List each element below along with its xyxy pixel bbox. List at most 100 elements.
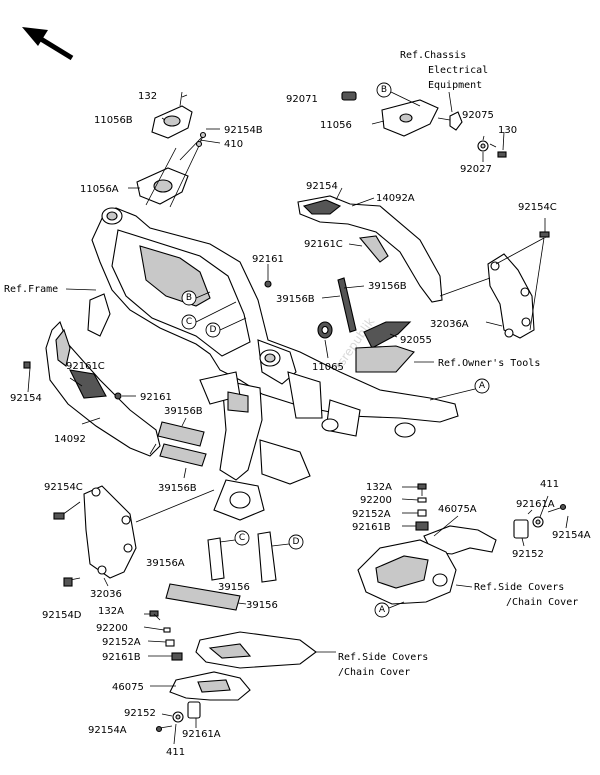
- part-130: [482, 131, 507, 162]
- label-11065: 11065: [312, 362, 344, 373]
- part-92161c-top-pad: [348, 235, 389, 263]
- part-39156b-strips: [321, 277, 365, 333]
- label-130: 130: [498, 125, 517, 136]
- label-92154b: 92154B: [224, 125, 263, 136]
- callout-c-frame: C: [181, 301, 237, 330]
- part-92161-mid: [114, 392, 136, 400]
- label-39156b-left: 39156B: [276, 294, 315, 305]
- part-39156b-mid-strip: [157, 417, 207, 479]
- label-92152a-right: 92152A: [352, 509, 391, 520]
- label-92152-left: 92152: [124, 708, 156, 719]
- label-ref-chain-cover-left: /Chain Cover: [338, 667, 410, 678]
- svg-text:A: A: [479, 381, 486, 391]
- label-410: 410: [224, 139, 243, 150]
- label-92154a-right: 92154A: [552, 530, 591, 541]
- label-39156-mid: 39156: [218, 582, 250, 593]
- orientation-arrow-icon: [22, 27, 74, 61]
- svg-text:D: D: [293, 537, 300, 547]
- label-132a-left: 132A: [98, 606, 124, 617]
- part-92071: [341, 91, 357, 101]
- label-92200-right: 92200: [360, 495, 392, 506]
- part-92161-top: [264, 264, 272, 288]
- label-92154c-right: 92154C: [518, 202, 557, 213]
- label-92154-left: 92154: [10, 393, 42, 404]
- part-11065-grommet: [317, 321, 333, 359]
- label-92161b-left: 92161B: [102, 652, 141, 663]
- label-39156: 39156: [246, 600, 278, 611]
- label-ref-side-covers-right: Ref.Side Covers: [474, 582, 564, 593]
- callout-b-top: B: [376, 82, 392, 98]
- label-32036a: 32036A: [430, 319, 469, 330]
- label-46075: 46075: [112, 682, 144, 693]
- lower-left-bushing-stack: [155, 701, 201, 745]
- label-92161c-left: 92161C: [66, 361, 105, 372]
- label-92161-top: 92161: [252, 254, 284, 265]
- label-92152-right: 92152: [512, 549, 544, 560]
- label-46075a: 46075A: [438, 504, 477, 515]
- label-92200-left: 92200: [96, 623, 128, 634]
- label-92154d: 92154D: [42, 610, 82, 621]
- part-39156a-strip: C: [207, 530, 250, 581]
- label-32036: 32036: [90, 589, 122, 600]
- svg-text:A: A: [379, 605, 386, 615]
- label-14092a: 14092A: [376, 193, 415, 204]
- label-92154a-left: 92154A: [88, 725, 127, 736]
- part-92055-pad: [363, 321, 412, 349]
- callout-d-frame: D: [205, 317, 247, 338]
- right-bushing-stack: [513, 495, 569, 547]
- label-ref-chassis-3: Equipment: [428, 80, 482, 91]
- part-32036a-bracket: [439, 218, 550, 339]
- main-frame: [87, 207, 459, 521]
- label-92152a-left: 92152A: [102, 637, 141, 648]
- label-92055: 92055: [400, 335, 432, 346]
- svg-text:C: C: [186, 317, 192, 327]
- part-11056b-bracket: [151, 91, 193, 139]
- label-11056: 11056: [320, 120, 352, 131]
- label-39156b-right: 39156B: [368, 281, 407, 292]
- svg-text:C: C: [239, 533, 245, 543]
- callout-b-frame: B: [181, 290, 211, 306]
- svg-text:B: B: [381, 85, 387, 95]
- label-layer: 132 11056B 92154B 410 11056A 92071 11056…: [4, 50, 591, 758]
- leader-ref-frame: [65, 288, 97, 291]
- label-132: 132: [138, 91, 157, 102]
- label-ref-frame: Ref.Frame: [4, 284, 58, 295]
- svg-text:D: D: [210, 325, 217, 335]
- label-ref-owners-tools: Ref.Owner's Tools: [438, 358, 540, 369]
- label-92154-top: 92154: [306, 181, 338, 192]
- svg-text:B: B: [186, 293, 192, 303]
- label-ref-chassis-2: Electrical: [428, 65, 488, 76]
- label-14092: 14092: [54, 434, 86, 445]
- label-ref-chain-cover-right: /Chain Cover: [506, 597, 578, 608]
- right-hardware-stack: [401, 483, 459, 537]
- part-92075: [437, 91, 463, 131]
- callout-a-frame: A: [429, 378, 490, 401]
- label-39156b-low: 39156B: [158, 483, 197, 494]
- part-46075-guard: [169, 671, 251, 701]
- part-92027: [477, 140, 497, 152]
- label-ref-chassis-1: Ref.Chassis: [400, 50, 466, 61]
- part-14092-cover: [23, 321, 161, 457]
- part-11056a-bracket: [136, 167, 189, 205]
- label-92161a-left: 92161A: [182, 729, 221, 740]
- callout-a-bottom: A: [374, 601, 405, 618]
- label-11056a: 11056A: [80, 184, 119, 195]
- label-92154c-left: 92154C: [44, 482, 83, 493]
- label-92161a-right: 92161A: [516, 499, 555, 510]
- label-92161-mid: 92161: [140, 392, 172, 403]
- part-14092a-cover: [297, 187, 443, 303]
- label-ref-side-covers-left: Ref.Side Covers: [338, 652, 428, 663]
- leader-lines-top-left: [128, 94, 221, 208]
- label-92027: 92027: [460, 164, 492, 175]
- label-132a-right: 132A: [366, 482, 392, 493]
- part-32036-bracket: [53, 485, 215, 587]
- left-hardware-stack: [143, 610, 183, 687]
- part-side-cover-left: [195, 631, 336, 669]
- label-11056b: 11056B: [94, 115, 133, 126]
- owners-tools-tray: [355, 345, 434, 373]
- part-39156-strip: D: [257, 531, 304, 583]
- label-411-left: 411: [166, 747, 185, 758]
- label-92161b-right: 92161B: [352, 522, 391, 533]
